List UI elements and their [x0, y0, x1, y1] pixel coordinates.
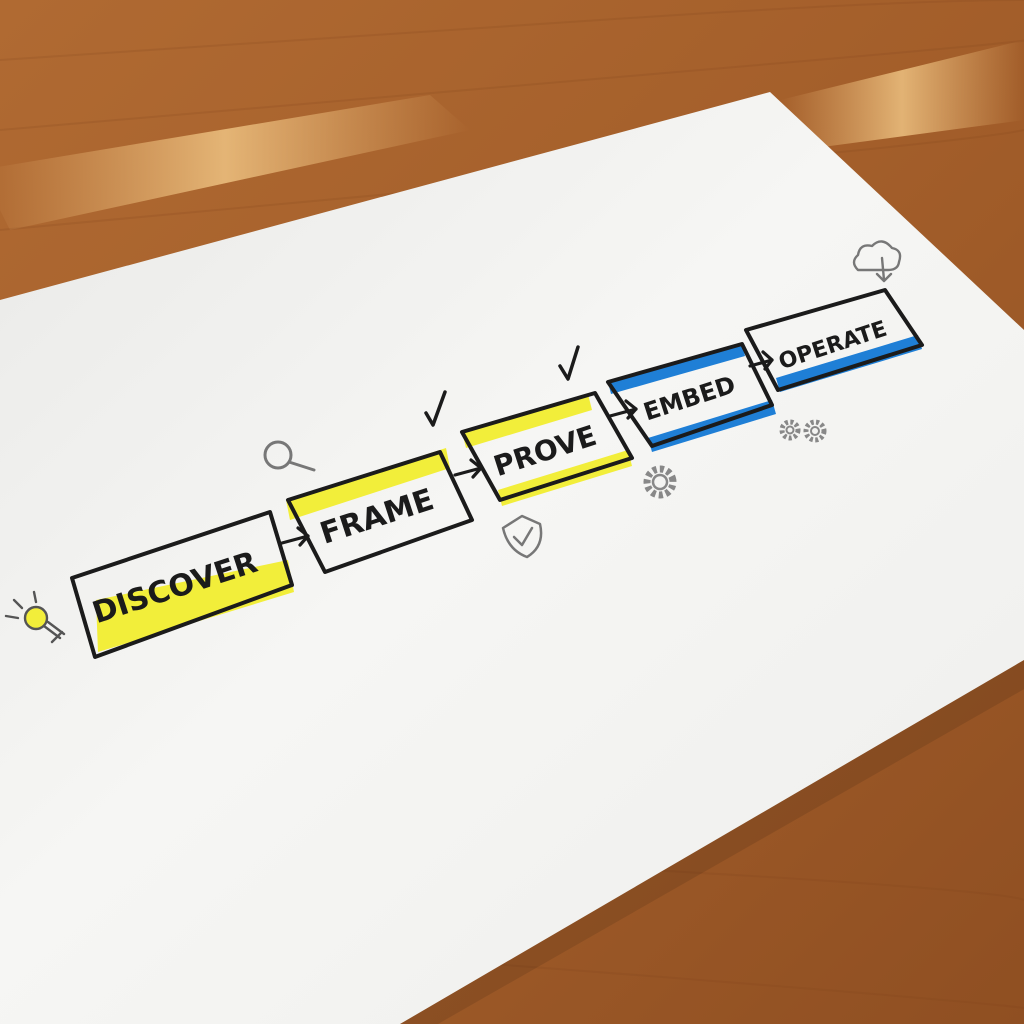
- check-mark-prove: [558, 345, 580, 381]
- prove-highlight-top: [462, 394, 592, 448]
- discover-highlight: [96, 560, 294, 652]
- sunlight-streak: [780, 40, 1024, 150]
- operate-box: [744, 288, 924, 392]
- cloud-download-icon: [852, 240, 902, 283]
- gear-icon: [643, 465, 677, 499]
- lightbulb-icon: [4, 590, 66, 644]
- shield-check-icon: [501, 514, 543, 559]
- embed-box: [606, 342, 774, 448]
- frame-box: [286, 450, 474, 574]
- discover-box: [70, 510, 294, 659]
- sunlight-streak: [0, 95, 470, 230]
- step-embed: EMBED: [606, 342, 776, 452]
- magnifier-icon: [263, 440, 316, 472]
- embed-highlight-top: [608, 344, 745, 394]
- gears-icon: [779, 419, 827, 443]
- check-mark-frame: [424, 390, 447, 427]
- frame-highlight: [286, 448, 450, 520]
- prove-box: [460, 391, 634, 502]
